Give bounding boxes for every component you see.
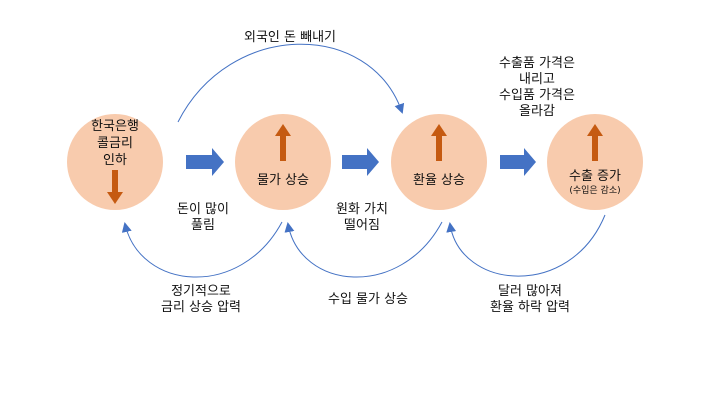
top-arc-connector: [177, 43, 405, 123]
label-money-released: 돈이 많이 풀림: [177, 202, 229, 233]
feedback-curve-1: [121, 221, 283, 278]
node-export-increase: 수출 증가 (수입은 감소): [547, 114, 643, 210]
feedback-curve-2: [284, 221, 443, 278]
label-import-price-rise: 수입 물가 상승: [327, 292, 409, 307]
node-sublabel-export-increase: (수입은 감소): [569, 186, 621, 196]
flow-arrow-1: [186, 148, 224, 176]
node-bank-of-korea: 한국은행 콜금리 인하: [67, 114, 163, 210]
up-arrow-icon: [275, 124, 291, 161]
node-label-export-increase: 수출 증가 (수입은 감소): [547, 168, 643, 197]
flow-arrow-3: [500, 148, 536, 176]
label-export-import-prices: 수출품 가격은 내리고 수입품 가격은 올라감: [499, 56, 575, 119]
flow-arrow-2: [342, 148, 379, 176]
label-dollar-pressure: 달러 많아져 환율 하락 압력: [489, 284, 571, 315]
feedback-curve-3: [446, 214, 606, 277]
label-won-value-drop: 원화 가치 떨어짐: [336, 202, 388, 233]
up-arrow-icon: [431, 124, 447, 161]
down-arrow-icon: [107, 170, 123, 204]
up-arrow-icon: [587, 124, 603, 161]
node-label-bank-of-korea: 한국은행 콜금리 인하: [91, 119, 139, 168]
node-price-rise: 물가 상승: [235, 114, 331, 210]
node-label-price-rise: 물가 상승: [257, 173, 309, 188]
label-interest-pressure: 정기적으로 금리 상승 압력: [160, 284, 242, 315]
node-label-exchange-rate-rise: 환율 상승: [413, 173, 465, 188]
node-exchange-rate-rise: 환율 상승: [391, 114, 487, 210]
label-foreign-money-out: 외국인 돈 빼내기: [244, 30, 336, 45]
